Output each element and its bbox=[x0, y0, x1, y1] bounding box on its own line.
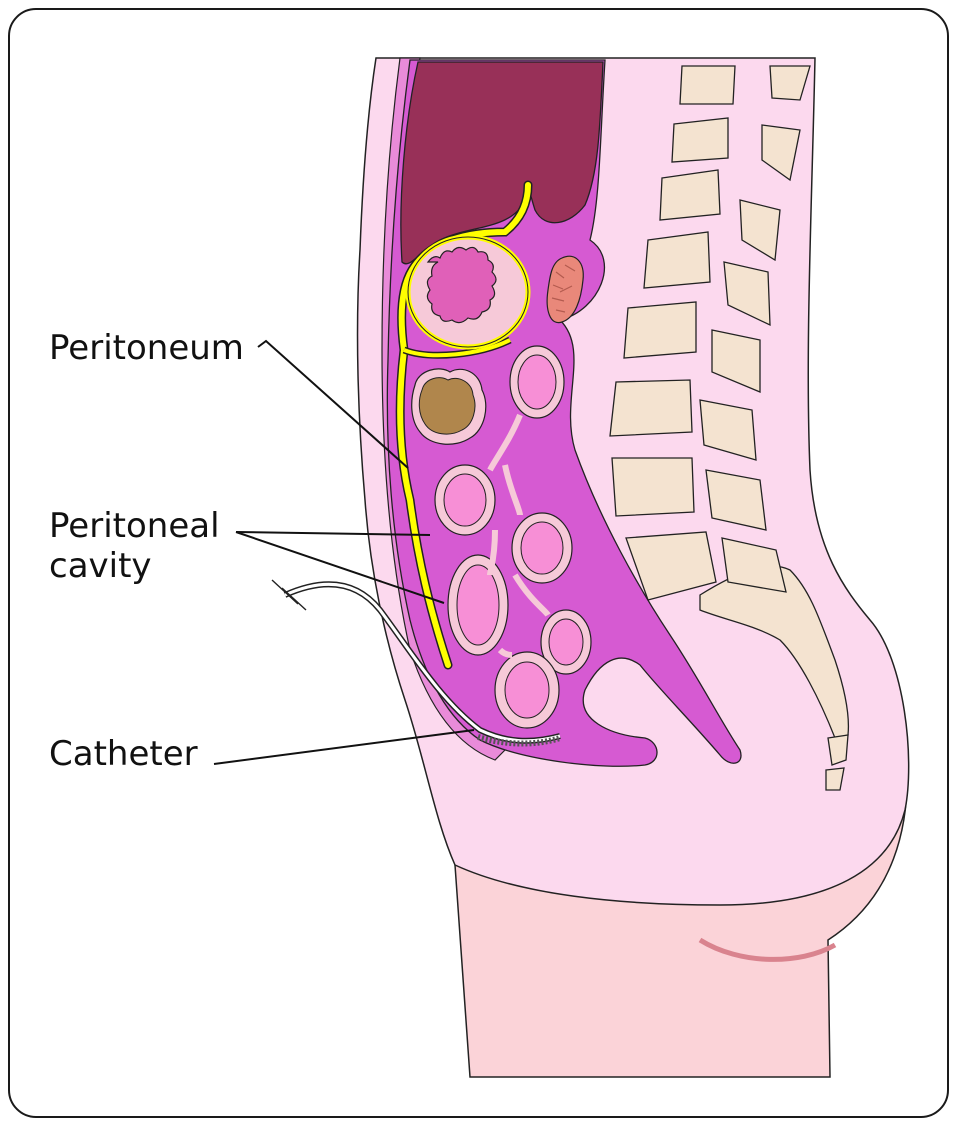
stomach-lumen bbox=[427, 247, 496, 322]
bowel-loop-inner bbox=[457, 565, 499, 645]
vertebra bbox=[610, 380, 692, 436]
bowel-loop-inner bbox=[549, 619, 583, 665]
vertebra bbox=[612, 458, 694, 516]
vertebra bbox=[672, 118, 728, 162]
vertebra bbox=[680, 66, 735, 104]
vertebra bbox=[644, 232, 710, 288]
bowel-loop-inner bbox=[505, 662, 549, 718]
bowel-loop-inner bbox=[518, 355, 556, 409]
label-catheter: Catheter bbox=[49, 734, 198, 774]
bowel-loop-inner bbox=[521, 522, 563, 574]
catheter-tip-marks bbox=[272, 580, 306, 610]
label-peritoneum: Peritoneum bbox=[49, 328, 244, 368]
label-peritoneal-cavity: Peritoneal cavity bbox=[49, 506, 220, 586]
bowel-loop-inner bbox=[444, 474, 486, 526]
label-peritoneal-cavity-line2: cavity bbox=[49, 546, 220, 586]
vertebra bbox=[624, 302, 696, 358]
label-peritoneal-cavity-line1: Peritoneal bbox=[49, 506, 220, 546]
vertebra bbox=[660, 170, 720, 220]
colon-content bbox=[419, 378, 475, 434]
